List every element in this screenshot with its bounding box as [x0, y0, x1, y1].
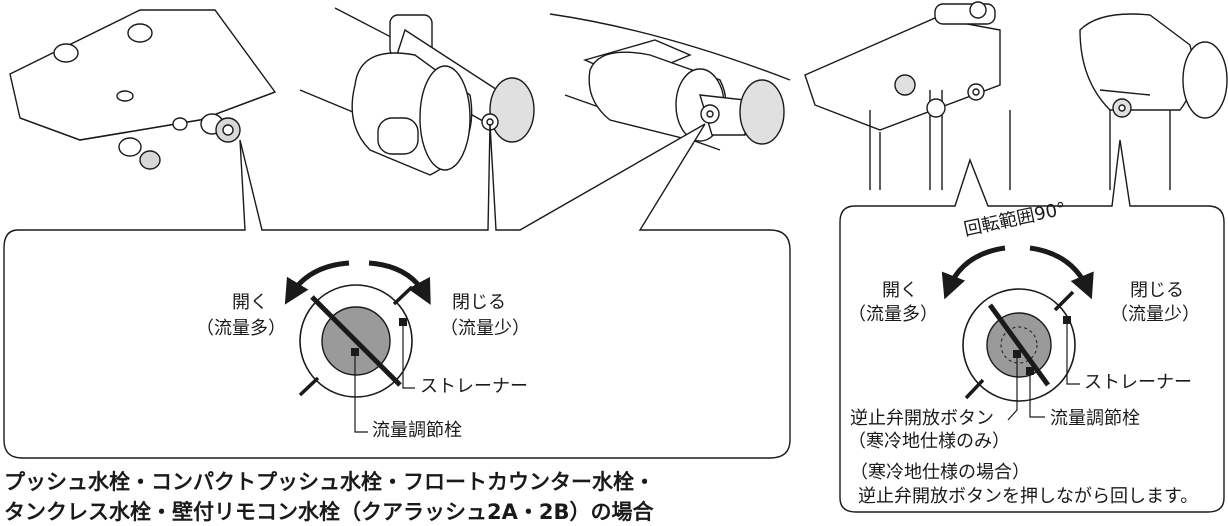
caption-line-1: プッシュ水栓・コンパクトプッシュ水栓・フロートカウンター水栓・ — [4, 470, 655, 494]
left-strainer-label: ストレーナー — [420, 376, 528, 397]
cold-region-note: （寒冷地仕様の場合） — [850, 462, 1030, 483]
left-callout — [3, 123, 791, 459]
left-dial — [284, 260, 431, 433]
faucet-illustration-2 — [299, 7, 535, 176]
check-valve-label: 逆止弁開放ボタン — [850, 408, 994, 429]
faucet-illustration-1 — [9, 9, 277, 170]
faucet-illustration-4 — [804, 1, 1011, 190]
faucet-illustration-3 — [549, 13, 791, 151]
faucet-illustration-5 — [1079, 13, 1228, 190]
diagram: 開く （流量多） 閉じる （流量少） ストレーナー 流量調節栓 回転範囲90° … — [3, 1, 1228, 524]
left-open-label: 開く — [232, 292, 268, 313]
cold-region-instruction: 逆止弁開放ボタンを押しながら回します。 — [858, 486, 1199, 507]
left-open-sub: （流量多） — [196, 318, 286, 339]
right-strainer-label: ストレーナー — [1084, 372, 1192, 393]
right-open-label: 開く — [882, 280, 918, 301]
right-open-sub: （流量多） — [848, 304, 938, 325]
caption-line-2: タンクレス水栓・壁付リモコン水栓（クアラッシュ2A・2B）の場合 — [4, 500, 654, 524]
right-close-label: 閉じる — [1130, 280, 1184, 301]
left-close-sub: （流量少） — [440, 318, 530, 339]
left-close-label: 閉じる — [452, 292, 506, 313]
right-dial — [941, 245, 1094, 421]
right-close-sub: （流量少） — [1110, 304, 1200, 325]
left-flow-valve-label: 流量調節栓 — [372, 420, 462, 441]
illustration — [3, 1, 1228, 513]
check-valve-sub: （寒冷地仕様のみ） — [848, 431, 1010, 452]
right-flow-valve-label: 流量調節栓 — [1050, 408, 1140, 429]
